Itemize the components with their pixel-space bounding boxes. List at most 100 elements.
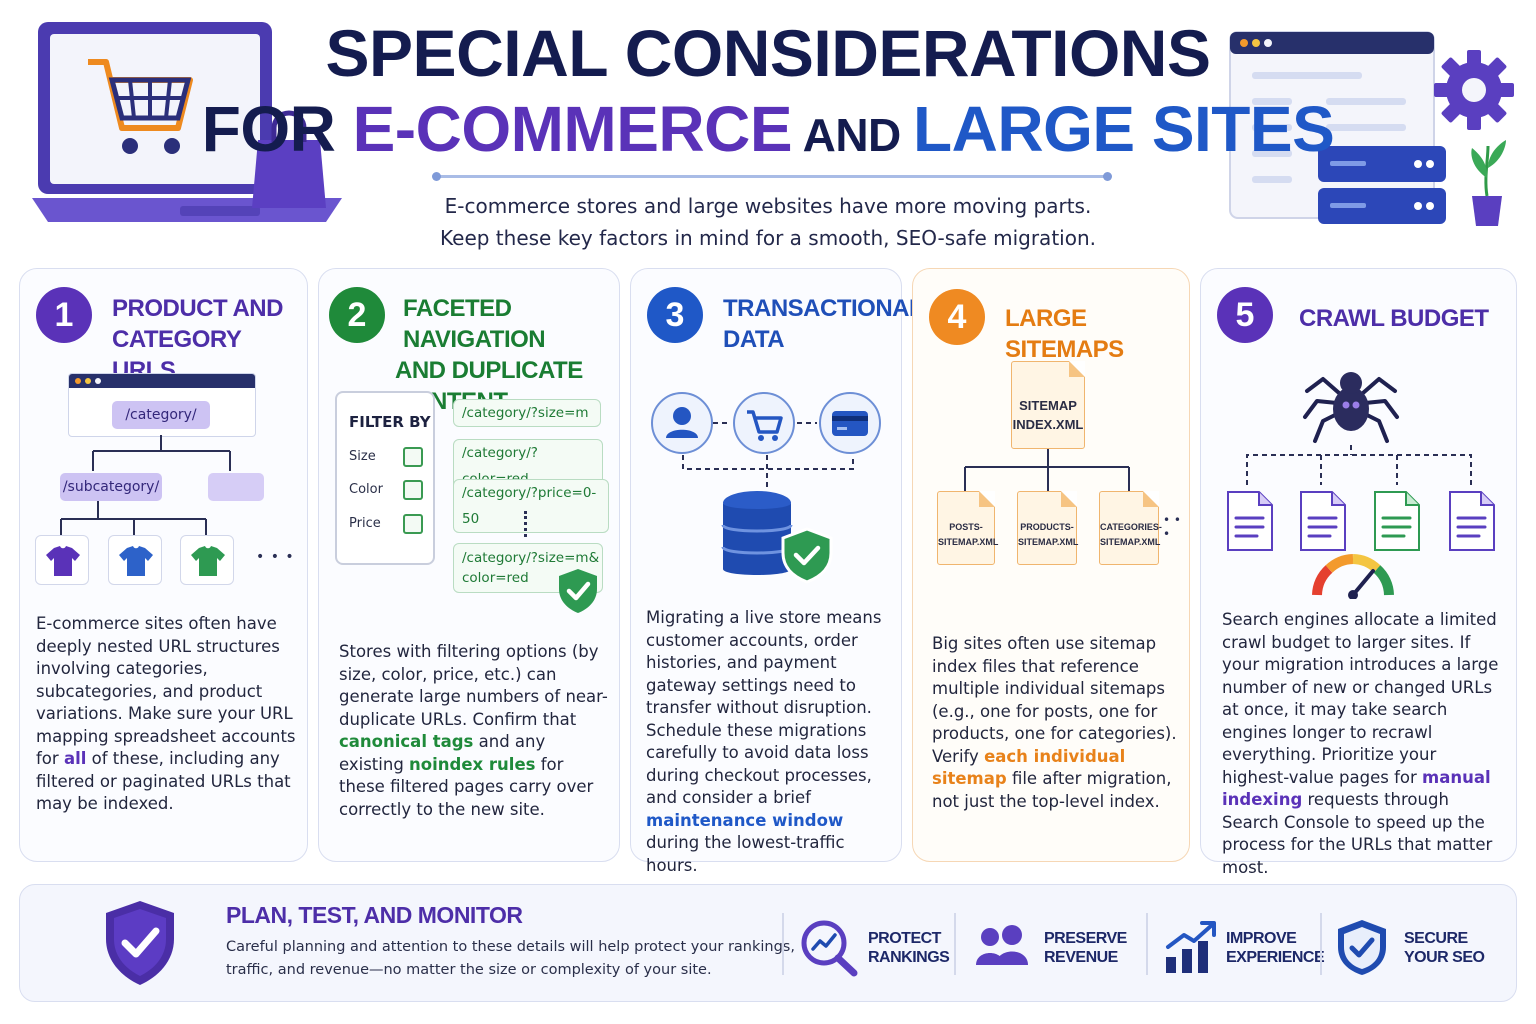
body-text: requests through Search Console to speed… (1222, 790, 1493, 877)
banner-item-label: SECURE (1404, 930, 1468, 947)
banner-separator (782, 913, 784, 975)
banner-separator (954, 913, 956, 975)
intro-line1: E-commerce stores and large websites hav… (444, 194, 1092, 218)
highlighted-term: maintenance window (646, 810, 844, 830)
banner-item-label: REVENUE (1044, 949, 1118, 966)
highlighted-term: canonical tags (339, 732, 474, 751)
body-text: Search engines allocate a limited crawl … (1222, 610, 1499, 787)
banner-text-line2: traffic, and revenue—no matter the size … (226, 962, 712, 978)
size-checkbox[interactable] (403, 447, 423, 467)
card-title-line1: TRANSACTIONAL (723, 295, 924, 322)
sitemap-file-label: SITEMAP.XML (938, 537, 999, 547)
plan-test-monitor-banner: PLAN, TEST, AND MONITOR Careful planning… (19, 884, 1517, 1002)
sitemap-file-label: PRODUCTS- (1020, 522, 1074, 532)
sitemap-tree-lines (964, 449, 1130, 491)
shield-check-icon (1338, 920, 1386, 975)
filter-option-size: Size (349, 449, 376, 464)
body-text: file after migration, not just the top-l… (932, 769, 1172, 811)
crawl-paths (1246, 445, 1472, 485)
price-checkbox[interactable] (403, 514, 423, 534)
magnifier-chart-icon (801, 920, 858, 977)
sitemap-file-label: CATEGORIES- (1100, 522, 1162, 532)
protect-rankings-item: PROTECT RANKINGS (798, 917, 950, 981)
card-body: Search engines allocate a limited crawl … (1222, 609, 1508, 879)
growth-chart-icon (1166, 921, 1216, 973)
card-body: Big sites often use sitemap index files … (932, 633, 1184, 813)
crawler-spider-icon (1303, 372, 1399, 443)
combined-url-line1: /category/?size=m& (462, 550, 600, 566)
customer-account-circle (651, 392, 713, 454)
more-sitemaps-ellipsis: • • • (1163, 513, 1181, 541)
more-products-ellipsis: • • • (256, 549, 295, 565)
url-list-dots (524, 511, 527, 537)
title-ecommerce: E-COMMERCE (352, 93, 793, 165)
body-text: of these, including any filtered or pagi… (36, 749, 291, 813)
highlighted-term: each individual sitemap (932, 746, 1126, 789)
body-text: E-commerce sites often have deeply neste… (36, 614, 296, 768)
posts-sitemap-file-icon: POSTS- SITEMAP.XML (937, 491, 999, 565)
categories-sitemap-file-icon: CATEGORIES- SITEMAP.XML (1099, 491, 1162, 565)
server-browser-illustration (1226, 28, 1526, 233)
card-title-line1: FACETED NAVIGATION (403, 295, 546, 353)
url-tree-lines (60, 435, 231, 535)
combined-url-line2: color=red (462, 570, 529, 586)
body-text: for these filtered pages carry over corr… (339, 754, 594, 819)
card-title: CRAWL BUDGET (1299, 305, 1489, 332)
sitemap-index-label-line2: INDEX.XML (1012, 417, 1084, 432)
blue-shirt-icon (108, 535, 162, 585)
card-number: 3 (647, 287, 703, 343)
improve-experience-item: IMPROVE EXPERIENCE (1162, 917, 1325, 981)
card-large-sitemaps: 4 LARGE SITEMAPS SITEMAP INDEX.XML POSTS… (912, 268, 1190, 862)
filtered-url: /category/?size=m (453, 399, 601, 427)
secure-seo-item: SECURE YOUR SEO (1334, 917, 1485, 981)
filter-option-price: Price (349, 516, 381, 531)
card-number: 2 (329, 287, 385, 343)
card-title-line1: PRODUCT AND (112, 295, 283, 322)
green-shield-check-icon (559, 569, 597, 613)
crawl-budget-gauge-icon (1312, 554, 1394, 599)
shopping-cart-circle (733, 392, 795, 454)
banner-item-label: PRESERVE (1044, 930, 1127, 947)
highlighted-term: noindex rules (409, 754, 536, 774)
banner-text-line1: Careful planning and attention to these … (226, 939, 795, 955)
highlighted-term: all (63, 749, 87, 768)
body-text: and any existing (339, 732, 546, 774)
card-title: PRODUCT AND CATEGORY URLS (112, 293, 307, 386)
banner-item-label: IMPROVE (1226, 930, 1297, 947)
subcategory-placeholder (208, 473, 264, 501)
category-url-tag: /category/ (112, 401, 210, 429)
laptop-cart-illustration (30, 18, 350, 228)
shield-check-icon (106, 901, 174, 985)
crawled-page-icon (1225, 489, 1275, 553)
database-shield-icon (721, 491, 833, 584)
title-large-sites: LARGE SITES (913, 93, 1335, 165)
title-for: FOR (201, 93, 353, 165)
card-number: 4 (929, 289, 985, 345)
card-transactional-data: 3 TRANSACTIONAL DATA Migrating a live st… (630, 268, 924, 875)
card-title: TRANSACTIONAL DATA (723, 293, 924, 355)
banner-item-label: RANKINGS (868, 949, 950, 966)
card-faceted-navigation: 2 FACETED NAVIGATION AND DUPLICATE CONTE… (318, 268, 620, 862)
transaction-connectors (682, 422, 854, 489)
intro-line2: Keep these key factors in mind for a smo… (440, 226, 1096, 250)
page-title-line2: FOR E-COMMERCE AND LARGE SITES (0, 92, 1536, 172)
highlighted-term: manual indexing (1222, 767, 1491, 810)
banner-separator (1320, 913, 1322, 975)
prioritized-page-icon (1372, 489, 1422, 553)
body-text: Big sites often use sitemap index files … (932, 634, 1177, 766)
filter-option-color: Color (349, 482, 383, 497)
green-shirt-icon (180, 535, 234, 585)
page-title-line1: SPECIAL CONSIDERATIONS (325, 16, 1212, 90)
banner-item-label: PROTECT (868, 930, 941, 947)
subcategory-url-tag: /subcategory/ (60, 473, 162, 501)
title-divider (432, 172, 1112, 181)
crawled-page-icon (1447, 489, 1497, 553)
color-checkbox[interactable] (403, 480, 423, 500)
sitemap-index-file-icon: SITEMAP INDEX.XML (1011, 361, 1085, 449)
sitemap-file-label: SITEMAP.XML (1018, 537, 1079, 547)
payment-card-circle (819, 392, 881, 454)
filter-heading: FILTER BY (349, 413, 431, 431)
card-body: Stores with filtering options (by size, … (339, 641, 609, 821)
sitemap-file-label: SITEMAP.XML (1100, 537, 1161, 547)
sitemap-file-label: POSTS- (949, 522, 983, 532)
